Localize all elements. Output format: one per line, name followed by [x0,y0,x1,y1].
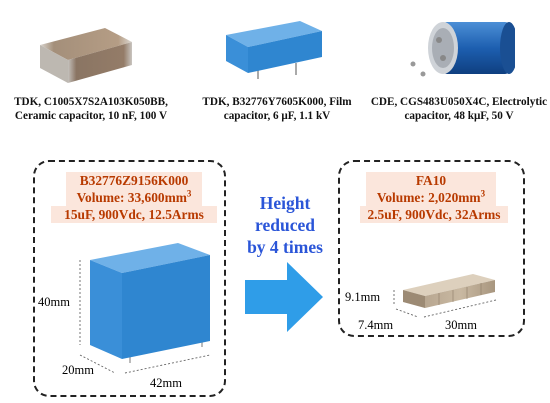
right-rating: 2.5uF, 900Vdc, 32Arms [360,206,508,223]
left-spec: B32776Z9156K000 Volume: 33,600mm3 [66,172,202,206]
right-part-number: FA10 [415,173,447,188]
film-capacitor-image [226,21,322,79]
left-height-label: 40mm [38,295,70,309]
ceramic-capacitor-caption: TDK, C1005X7S2A103K050BB, Ceramic capaci… [14,96,168,122]
fa10-capacitor-image [403,274,495,308]
electrolytic-capacitor-caption: CDE, CGS483U050X4C, Electrolytic capacit… [370,96,548,122]
right-dimension-lines [393,290,497,318]
height-reduced-text: Height reduced by 4 times [247,193,323,257]
right-height-label: 9.1mm [345,290,381,304]
right-width-label: 30mm [445,318,477,332]
ceramic-capacitor-image [40,28,132,83]
right-arrow-icon [245,262,323,332]
left-panel [33,160,226,397]
left-depth-label: 20mm [62,363,94,377]
left-width-label: 42mm [150,376,182,390]
film-capacitor-large-image [90,243,210,363]
left-dimension-lines [79,260,211,374]
electrolytic-capacitor-image [410,22,515,77]
left-part-number: B32776Z9156K000 [79,173,189,188]
right-depth-label: 7.4mm [358,318,394,332]
right-panel [338,160,525,337]
left-rating: 15uF, 900Vdc, 12.5Arms [51,206,217,223]
right-volume: Volume: 2,020mm3 [376,188,486,205]
film-capacitor-caption: TDK, B32776Y7605K000, Film capacitor, 6 … [202,96,352,122]
left-volume: Volume: 33,600mm3 [76,188,192,205]
right-spec: FA10 Volume: 2,020mm3 [366,172,496,206]
